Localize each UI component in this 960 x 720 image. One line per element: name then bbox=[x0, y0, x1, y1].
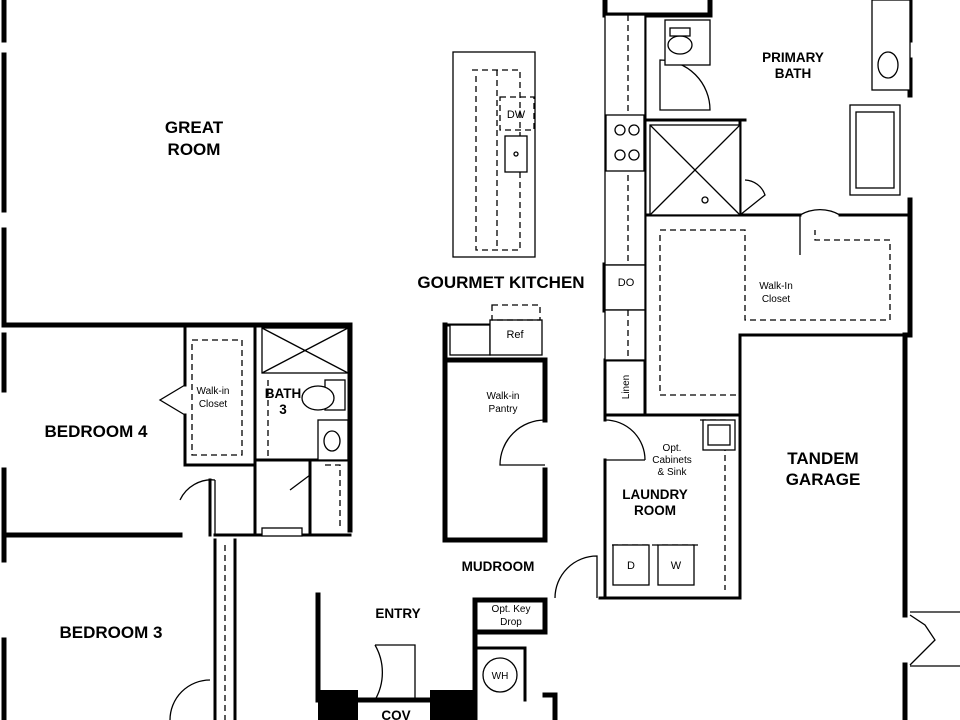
double-oven-label: DO bbox=[618, 277, 635, 289]
linen-label: Linen bbox=[621, 375, 632, 399]
gourmet-kitchen-label: GOURMET KITCHEN bbox=[417, 273, 584, 292]
bath-3-label-2: 3 bbox=[279, 402, 287, 417]
opt-key-drop-label-1: Opt. Key bbox=[492, 604, 531, 615]
bedroom-4-label: BEDROOM 4 bbox=[45, 422, 149, 441]
mudroom-label: MUDROOM bbox=[462, 559, 535, 574]
bed4-closet-label-1: Walk-in bbox=[197, 386, 230, 397]
pantry-label-2: Pantry bbox=[489, 404, 518, 415]
fixture-labels: DW DO Ref Linen D W WH bbox=[492, 109, 682, 682]
cov-label: COV bbox=[381, 708, 410, 720]
dryer-label: D bbox=[627, 560, 635, 572]
tandem-garage-label-1: TANDEM bbox=[787, 449, 858, 468]
primary-bath-label-2: BATH bbox=[775, 66, 812, 81]
primary-closet-label-1: Walk-In bbox=[759, 281, 793, 292]
opt-cabinets-label-3: & Sink bbox=[658, 467, 688, 478]
primary-bath-label-1: PRIMARY bbox=[762, 50, 824, 65]
great-room-label-1: GREAT bbox=[165, 118, 224, 137]
room-labels: GREAT ROOM GOURMET KITCHEN PRIMARY BATH … bbox=[45, 50, 861, 720]
washer-label: W bbox=[671, 560, 682, 572]
laundry-room-label-1: LAUNDRY bbox=[622, 487, 688, 502]
bedroom-3-label: BEDROOM 3 bbox=[60, 623, 163, 642]
water-heater-label: WH bbox=[492, 671, 509, 682]
pantry-label-1: Walk-in bbox=[487, 391, 520, 402]
refrigerator-label: Ref bbox=[506, 329, 524, 341]
opt-cabinets-label-1: Opt. bbox=[663, 443, 682, 454]
fixtures bbox=[191, 0, 911, 720]
primary-closet-label-2: Closet bbox=[762, 294, 791, 305]
bed4-closet-label-2: Closet bbox=[199, 399, 228, 410]
laundry-room-label-2: ROOM bbox=[634, 503, 676, 518]
bath-3-label-1: BATH bbox=[265, 386, 302, 401]
opt-cabinets-label-2: Cabinets bbox=[652, 455, 691, 466]
tandem-garage-label-2: GARAGE bbox=[786, 470, 861, 489]
opt-key-drop-label-2: Drop bbox=[500, 617, 522, 628]
great-room-label-2: ROOM bbox=[168, 140, 221, 159]
dishwasher-label: DW bbox=[507, 109, 526, 121]
entry-label: ENTRY bbox=[375, 606, 420, 621]
